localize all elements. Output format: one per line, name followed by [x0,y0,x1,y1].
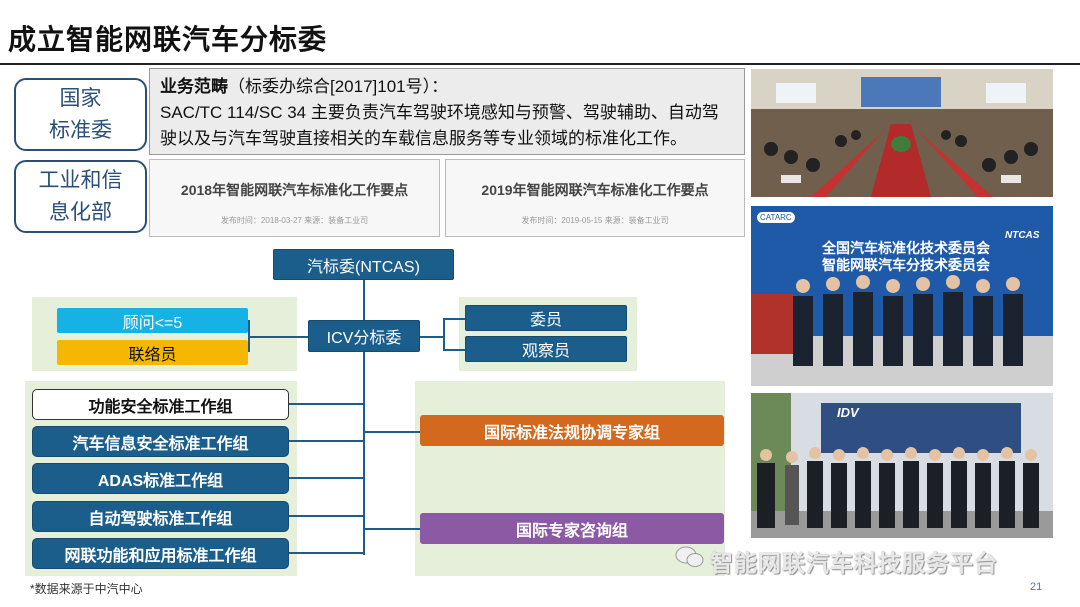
idv-logo: IDV [837,405,859,420]
label-text: 工业和信 息化部 [38,168,123,224]
doc-headline: 2018年智能网联汽车标准化工作要点 [180,182,409,198]
scope-heading: 业务范畴 [160,77,228,96]
page-number: 21 [1030,581,1043,593]
wg-autonomous-driving: 自动驾驶标准工作组 [32,501,289,532]
connector [443,318,465,320]
ntcas-logo: NTCAS [1005,230,1040,241]
connector [289,552,364,554]
connector [289,515,364,517]
doc-meta: 发布时间：2018-03-27 来源：装备工业司 [220,216,369,225]
label-text: 国家 标准委 [49,86,112,142]
title-divider [0,63,1080,65]
intl-regulation-coordination-group: 国际标准法规协调专家组 [420,415,724,446]
connector [364,528,420,530]
node-ntcas: 汽标委(NTCAS) [273,249,454,280]
connector [289,440,364,442]
connector [289,403,364,405]
connector [248,336,308,338]
node-adviser: 顾问<=5 [57,308,248,333]
business-scope-box: 业务范畴（标委办综合[2017]101号）： SAC/TC 114/SC 34 … [149,68,745,155]
connector [289,477,364,479]
connector [443,349,465,351]
doc-screenshot-2018: 2018年智能网联汽车标准化工作要点 发布时间：2018-03-27 来源：装备… [149,159,440,237]
watermark-text: 智能网联汽车科技服务平台 [710,550,998,576]
wg-adas: ADAS标准工作组 [32,463,289,494]
scope-body: SAC/TC 114/SC 34 主要负责汽车驾驶环境感知与预警、驾驶辅助、自动… [160,103,719,148]
node-member: 委员 [465,305,627,331]
scope-reference: （标委办综合[2017]101号）： [228,77,449,96]
node-observer: 观察员 [465,336,627,362]
international-group-photo: IDV [751,393,1053,538]
banner-text: 全国汽车标准化技术委员会 智能网联汽车分技术委员会 [822,240,990,273]
connector [363,280,365,555]
doc-meta: 发布时间：2019-05-15 来源：装备工业司 [521,216,669,225]
group-photo-illustration [751,206,1053,386]
label-national-standards-committee: 国家 标准委 [14,78,147,151]
meeting-room-illustration [751,69,1053,197]
doc-headline: 2019年智能网联汽车标准化工作要点 [481,182,709,198]
establishment-group-photo: 全国汽车标准化技术委员会 智能网联汽车分技术委员会 CATARC NTCAS [751,206,1053,386]
connector [420,336,444,338]
label-miit: 工业和信 息化部 [14,160,147,233]
wechat-icon [675,545,705,569]
node-icv-subcommittee: ICV分标委 [308,320,420,352]
node-liaison: 联络员 [57,340,248,365]
doc-screenshot-2019: 2019年智能网联汽车标准化工作要点 发布时间：2019-05-15 来源：装备… [445,159,745,237]
intl-expert-advisory-group: 国际专家咨询组 [420,513,724,544]
catarc-logo: CATARC [757,212,795,223]
intl-photo-illustration [751,393,1053,538]
connector [364,431,420,433]
wg-functional-safety: 功能安全标准工作组 [32,389,289,420]
wg-cybersecurity: 汽车信息安全标准工作组 [32,426,289,457]
meeting-photo [751,69,1053,197]
connector [443,318,445,350]
source-note: *数据来源于中汽中心 [30,582,143,596]
page-title: 成立智能网联汽车分标委 [8,24,328,55]
wg-connected-functions: 网联功能和应用标准工作组 [32,538,289,569]
